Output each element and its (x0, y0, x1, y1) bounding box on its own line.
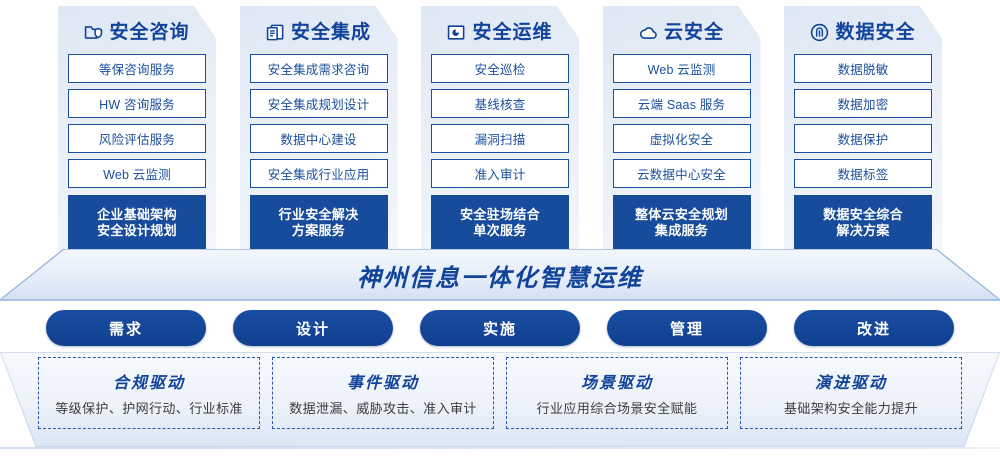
service-item[interactable]: 等保咨询服务 (68, 54, 206, 83)
service-item[interactable]: Web 云监测 (68, 159, 206, 188)
card-header: 安全运维 (431, 15, 569, 49)
service-item[interactable]: 安全集成需求咨询 (249, 54, 388, 83)
documents-copy-icon (266, 23, 285, 42)
card-footer-highlight[interactable]: 整体云安全规划 集成服务 (612, 195, 751, 251)
service-item[interactable]: 风险评估服务 (68, 124, 206, 153)
bottom-divider (0, 447, 1000, 449)
driver-subtitle: 基础架构安全能力提升 (783, 401, 918, 416)
card-footer-line: 安全驻场结合 (460, 207, 540, 222)
platform-banner-title: 神州信息一体化智慧运维 (357, 264, 643, 292)
driver-subtitle: 行业应用综合场景安全赋能 (536, 401, 698, 416)
drivers-container (0, 352, 1000, 448)
phase-pill-design[interactable]: 设计 (233, 310, 393, 346)
driver-title: 演进驱动 (814, 375, 887, 392)
service-item[interactable]: 数据加密 (794, 89, 932, 118)
phase-pill-management[interactable]: 管理 (607, 310, 767, 346)
service-item[interactable]: 虚拟化安全 (612, 124, 751, 153)
card-title: 云安全 (663, 21, 724, 43)
card-footer-line: 企业基础架构 (97, 207, 177, 222)
card-footer-line: 数据安全综合 (823, 207, 903, 222)
driver-card-scenario[interactable]: 场景驱动 行业应用综合场景安全赋能 (506, 357, 728, 429)
service-item[interactable]: 数据脱敏 (794, 54, 932, 83)
card-title: 安全咨询 (109, 21, 190, 43)
service-item[interactable]: 数据标签 (794, 159, 932, 188)
driver-title: 合规驱动 (112, 375, 185, 392)
driver-subtitle: 等级保护、护网行动、行业标准 (55, 401, 243, 416)
capability-card-data-security[interactable]: 数据安全 数据脱敏 数据加密 数据保护 数据标签 数据安全综合 解决方案 (784, 6, 942, 254)
service-item[interactable]: 基线核查 (431, 89, 569, 118)
capability-cards: 安全咨询 等保咨询服务 HW 咨询服务 风险评估服务 Web 云监测 企业基础架… (0, 6, 1000, 254)
service-item[interactable]: 云端 Saas 服务 (612, 89, 751, 118)
platform-banner: 神州信息一体化智慧运维 (0, 249, 1000, 301)
cloud-icon (639, 23, 658, 42)
card-header: 安全集成 (250, 15, 388, 49)
folder-chart-icon (447, 23, 466, 42)
card-footer-line: 安全设计规划 (97, 223, 177, 238)
phase-pill-requirement[interactable]: 需求 (46, 310, 206, 346)
card-header: 数据安全 (794, 15, 932, 49)
capability-card-security-integration[interactable]: 安全集成 安全集成需求咨询 安全集成规划设计 数据中心建设 安全集成行业应用 行… (239, 6, 398, 254)
driver-title: 事件驱动 (346, 375, 419, 392)
card-footer-line: 单次服务 (473, 223, 527, 238)
card-footer-line: 解决方案 (836, 223, 890, 238)
service-item[interactable]: 云数据中心安全 (612, 159, 751, 188)
card-title: 安全集成 (290, 21, 371, 43)
service-item[interactable]: Web 云监测 (612, 54, 751, 83)
service-item[interactable]: 安全集成行业应用 (249, 159, 388, 188)
service-item[interactable]: 安全巡检 (431, 54, 569, 83)
card-footer-line: 集成服务 (654, 223, 709, 238)
service-item[interactable]: 安全集成规划设计 (249, 89, 388, 118)
driver-card-compliance[interactable]: 合规驱动 等级保护、护网行动、行业标准 (38, 357, 260, 429)
lifecycle-phases: 需求 设计 实施 管理 改进 (0, 310, 1000, 346)
driver-card-incident[interactable]: 事件驱动 数据泄漏、威胁攻击、准入审计 (272, 357, 494, 429)
card-footer-line: 方案服务 (291, 223, 346, 238)
card-footer-highlight[interactable]: 数据安全综合 解决方案 (794, 195, 932, 251)
phase-pill-implementation[interactable]: 实施 (420, 310, 580, 346)
service-item[interactable]: 数据保护 (794, 124, 932, 153)
driver-subtitle: 数据泄漏、威胁攻击、准入审计 (289, 401, 477, 416)
card-header: 云安全 (613, 15, 751, 49)
card-footer-highlight[interactable]: 行业安全解决 方案服务 (249, 195, 388, 251)
driver-card-evolution[interactable]: 演进驱动 基础架构安全能力提升 (740, 357, 962, 429)
card-title: 安全运维 (472, 21, 553, 43)
folder-shield-icon (84, 23, 103, 42)
capability-card-security-consulting[interactable]: 安全咨询 等保咨询服务 HW 咨询服务 风险评估服务 Web 云监测 企业基础架… (58, 6, 216, 254)
service-item[interactable]: 准入审计 (431, 159, 569, 188)
capability-card-security-operations[interactable]: 安全运维 安全巡检 基线核查 漏洞扫描 准入审计 安全驻场结合 单次服务 (421, 6, 579, 254)
phase-pill-improvement[interactable]: 改进 (794, 310, 954, 346)
card-header: 安全咨询 (68, 15, 206, 49)
service-item[interactable]: HW 咨询服务 (68, 89, 206, 118)
card-footer-line: 整体云安全规划 (634, 207, 729, 222)
drivers-row: 合规驱动 等级保护、护网行动、行业标准 事件驱动 数据泄漏、威胁攻击、准入审计 … (0, 357, 1000, 429)
capability-card-cloud-security[interactable]: 云安全 Web 云监测 云端 Saas 服务 虚拟化安全 云数据中心安全 整体云… (602, 6, 761, 254)
fingerprint-icon (810, 23, 829, 42)
card-title: 数据安全 (835, 21, 916, 43)
driver-title: 场景驱动 (580, 375, 653, 392)
card-footer-highlight[interactable]: 安全驻场结合 单次服务 (431, 195, 569, 251)
service-item[interactable]: 数据中心建设 (249, 124, 388, 153)
service-item[interactable]: 漏洞扫描 (431, 124, 569, 153)
card-footer-highlight[interactable]: 企业基础架构 安全设计规划 (68, 195, 206, 251)
card-footer-line: 行业安全解决 (278, 207, 359, 222)
